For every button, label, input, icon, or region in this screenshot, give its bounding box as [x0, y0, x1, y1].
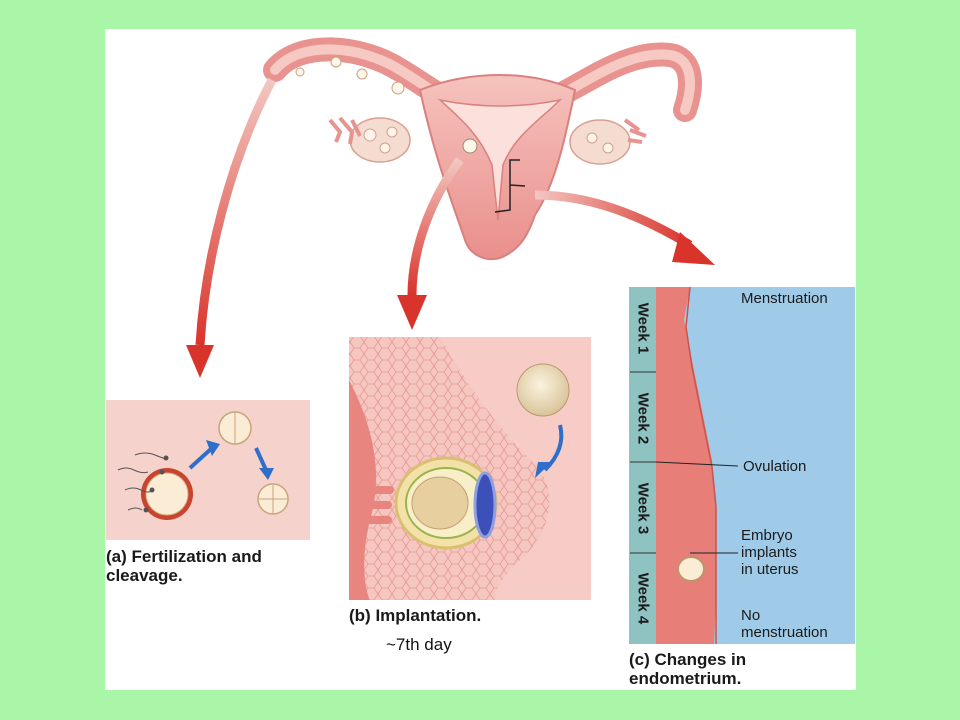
- caption-c-line1: Changes in: [654, 650, 747, 669]
- implant-line-3: in uterus: [741, 561, 799, 578]
- implant-line-2: implants: [741, 544, 797, 561]
- caption-c: (c) Changes in endometrium.: [629, 650, 746, 688]
- week-2-label: Week 2: [634, 392, 652, 445]
- caption-c-label: (c): [629, 650, 650, 669]
- uterus-illustration: [263, 37, 702, 260]
- week-3-label: Week 3: [634, 482, 652, 535]
- implant-line-1: Embryo: [741, 527, 793, 544]
- implant-label: Embryo implants in uterus: [741, 527, 799, 578]
- caption-b-line1: Implantation.: [375, 606, 482, 625]
- caption-a: (a) Fertilization and cleavage.: [106, 547, 262, 585]
- caption-c-line2: endometrium.: [629, 669, 742, 688]
- arrow-to-b: [397, 157, 464, 330]
- endometrium-chart: [629, 286, 855, 644]
- arrow-to-a: [186, 77, 276, 378]
- caption-b: (b) Implantation.: [349, 606, 481, 625]
- week-1-label: Week 1: [634, 302, 652, 355]
- no-menstruation-line-2: menstruation: [741, 624, 828, 641]
- arrow-to-c: [534, 190, 715, 265]
- no-menstruation-line-1: No: [741, 607, 761, 624]
- caption-a-line1: Fertilization and: [131, 547, 262, 566]
- ovulation-label: Ovulation: [743, 458, 807, 475]
- no-menstruation-label: No menstruation: [741, 607, 828, 641]
- caption-b-label: (b): [349, 606, 371, 625]
- implantation-inset: [349, 337, 591, 600]
- caption-a-line2: cleavage.: [106, 566, 183, 585]
- week-4-label: Week 4: [634, 572, 652, 625]
- caption-a-label: (a): [106, 547, 127, 566]
- fertilization-inset: [106, 400, 310, 540]
- day-note: ~7th day: [386, 635, 452, 654]
- menstruation-label: Menstruation: [741, 290, 828, 307]
